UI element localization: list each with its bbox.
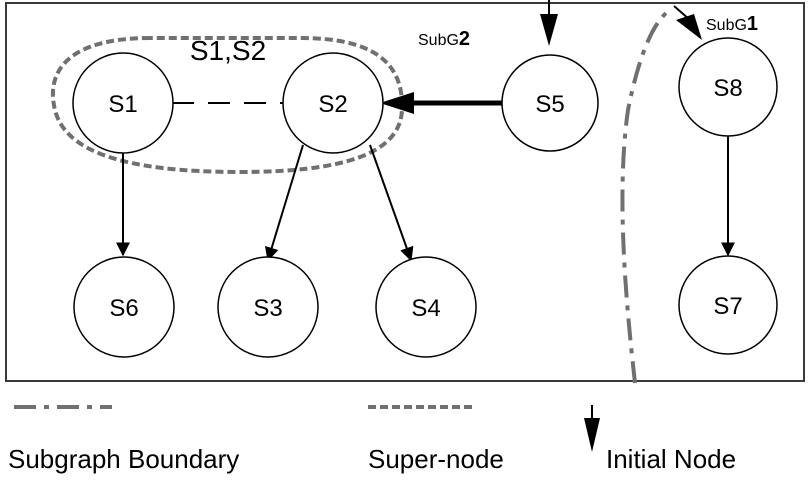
node-s7-label: S7 xyxy=(713,293,742,320)
node-s2-label: S2 xyxy=(318,91,347,118)
legend-subgraph-boundary: Subgraph Boundary xyxy=(8,444,239,474)
super-node-label: S1,S2 xyxy=(190,35,266,66)
legend-initial-node: Initial Node xyxy=(606,444,736,474)
edge-s2-s4 xyxy=(369,144,414,262)
subgraph-2-label: SubG2 xyxy=(418,28,470,50)
edge-s5-s2-arrowhead xyxy=(380,92,414,114)
node-s1-label: S1 xyxy=(108,91,137,118)
subgraph-1-label: SubG1 xyxy=(706,13,758,35)
node-s1: S1 xyxy=(72,52,174,154)
node-s6: S6 xyxy=(73,256,175,358)
initial-node-marker-s5 xyxy=(540,14,558,46)
initial-node-marker-s8 xyxy=(676,14,702,40)
node-s4-label: S4 xyxy=(411,295,440,322)
super-node-ellipse xyxy=(50,36,405,175)
node-s6-label: S6 xyxy=(109,295,138,322)
legend-initial-node-marker xyxy=(584,418,600,452)
node-s3-label: S3 xyxy=(253,295,282,322)
node-s7: S7 xyxy=(678,255,778,355)
node-s5: S5 xyxy=(501,54,599,152)
edge-s2-s3 xyxy=(264,144,304,262)
node-s4: S4 xyxy=(375,256,477,358)
subgraph-boundary-line xyxy=(620,8,672,384)
node-s2: S2 xyxy=(282,52,384,154)
legend-super-node: Super-node xyxy=(368,444,504,474)
node-s8: S8 xyxy=(678,37,778,137)
diagram-frame xyxy=(5,2,805,382)
node-s8-label: S8 xyxy=(713,75,742,102)
node-s5-label: S5 xyxy=(535,91,564,118)
node-s3: S3 xyxy=(217,256,319,358)
